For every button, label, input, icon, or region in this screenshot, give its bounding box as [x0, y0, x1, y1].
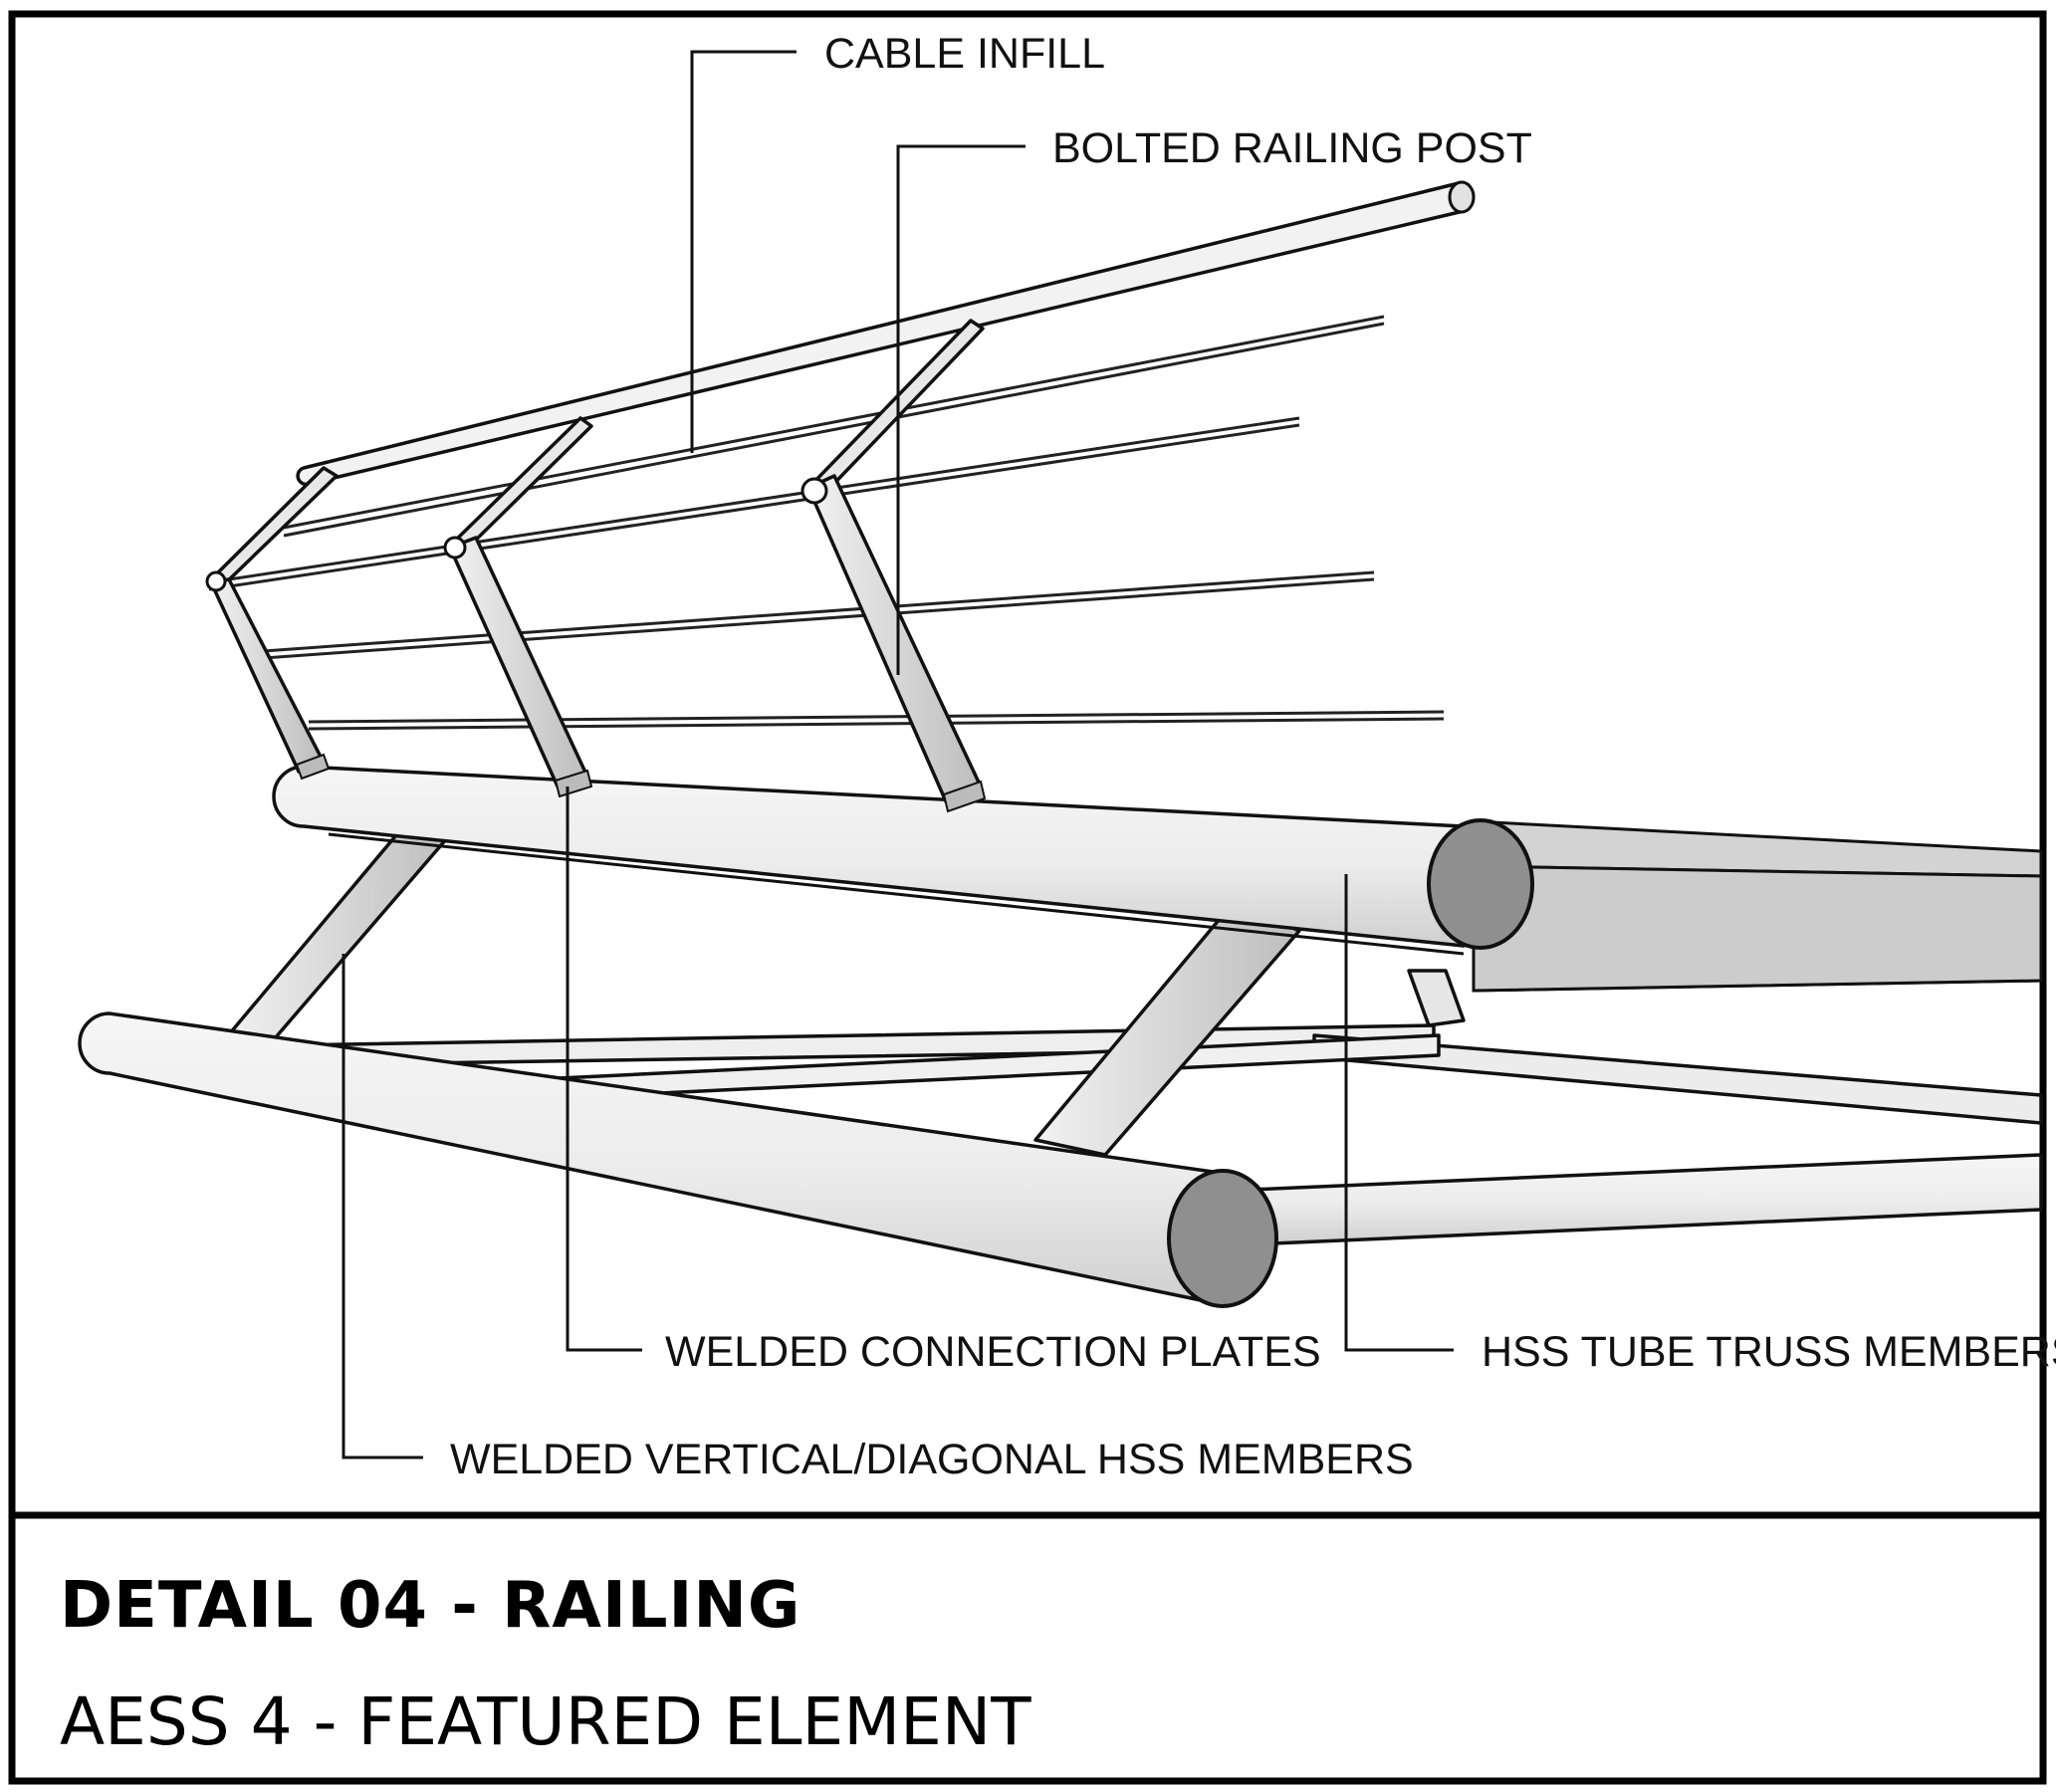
bottom-chord-tube — [78, 1011, 1222, 1306]
railing-truss-illustration — [78, 180, 2043, 1308]
welded-plates — [295, 753, 987, 813]
detail-title: DETAIL 04 - RAILING — [60, 1569, 800, 1643]
callout-welded-vertical-diagonal: WELDED VERTICAL/DIAGONAL HSS MEMBERS — [342, 954, 1414, 1483]
handrail-end — [1448, 180, 1476, 214]
bolt-connections — [205, 477, 828, 592]
far-bottom-chord — [1248, 1153, 2043, 1246]
callout-bolted-railing-post: BOLTED RAILING POST — [896, 124, 1532, 675]
deck-box-face — [1472, 864, 2043, 993]
callout-hss-tube-truss-members: HSS TUBE TRUSS MEMBERS — [1344, 874, 2056, 1376]
sheet-border — [8, 10, 2047, 1785]
connector-stub — [1407, 969, 1466, 1027]
label-welded-vertical-diagonal: WELDED VERTICAL/DIAGONAL HSS MEMBERS — [450, 1436, 1414, 1483]
label-hss-tube-truss-members: HSS TUBE TRUSS MEMBERS — [1482, 1328, 2056, 1376]
top-chord-shadow — [328, 832, 1465, 956]
top-chord-tube — [272, 765, 1466, 948]
label-bolted-railing-post: BOLTED RAILING POST — [1052, 124, 1532, 172]
label-welded-connection-plates: WELDED CONNECTION PLATES — [665, 1328, 1321, 1376]
top-chord-end — [1427, 818, 1534, 950]
title-block: DETAIL 04 - RAILING AESS 4 - FEATURED EL… — [60, 1569, 1031, 1760]
callout-cable-infill: CABLE INFILL — [690, 30, 1105, 453]
callout-welded-connection-plates: WELDED CONNECTION PLATES — [566, 786, 1321, 1376]
diagonal-member-left — [222, 809, 455, 1047]
bottom-chord-end — [1167, 1169, 1278, 1308]
cable-infill-lines — [208, 315, 1445, 731]
detail-subtitle: AESS 4 - FEATURED ELEMENT — [60, 1683, 1031, 1760]
label-cable-infill: CABLE INFILL — [824, 30, 1105, 78]
